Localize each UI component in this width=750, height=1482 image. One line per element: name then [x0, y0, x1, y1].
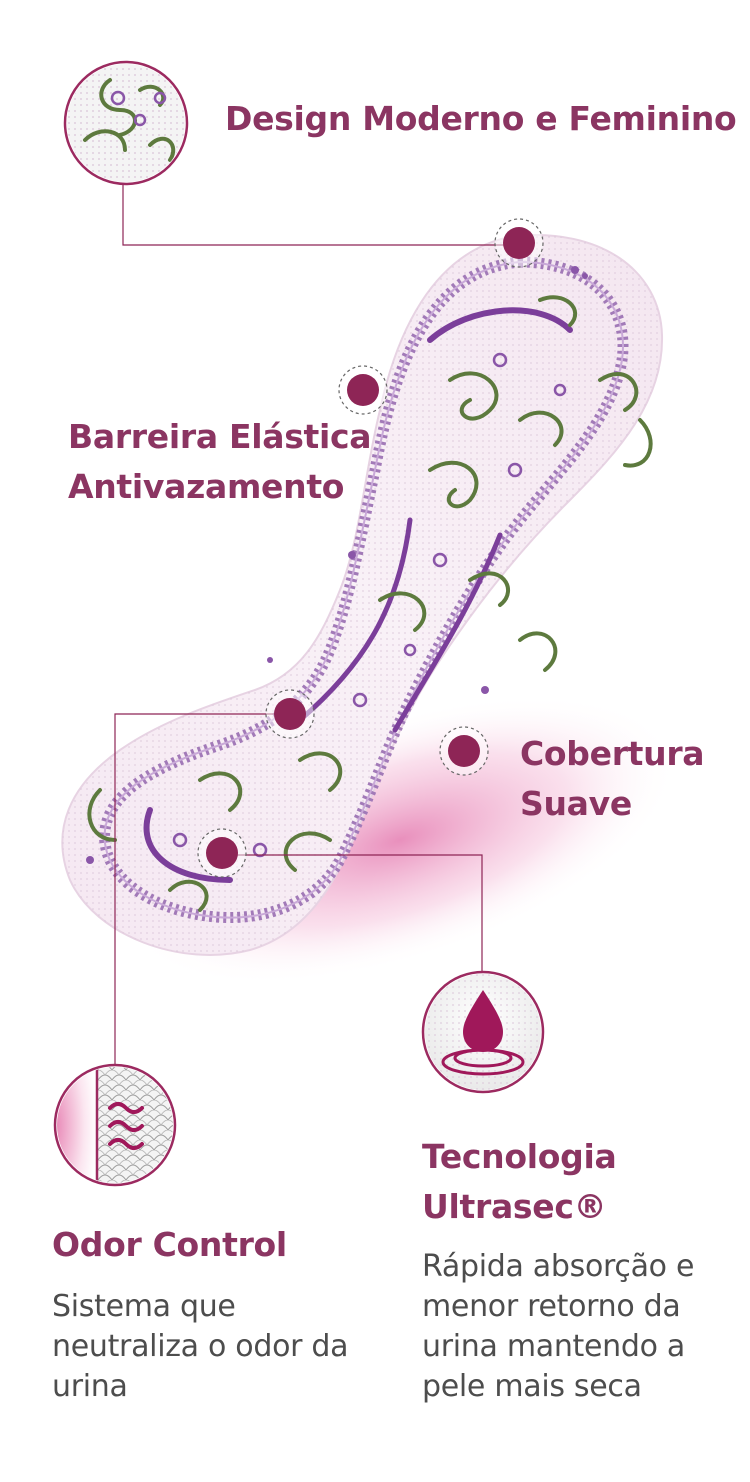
connector-design	[122, 184, 517, 246]
ultrasec-desc-line3: urina mantendo a	[422, 1329, 685, 1364]
ultrasec-title-line2: Ultrasec®	[422, 1187, 607, 1226]
cover-title: Cobertura Suave	[520, 729, 705, 829]
pad-body	[61, 234, 664, 956]
marker-cover	[439, 726, 489, 776]
water-drop-icon	[421, 970, 545, 1094]
connector-ultrasec	[222, 854, 483, 972]
ultrasec-desc-line1: Rápida absorção e	[422, 1249, 695, 1284]
barrier-title: Barreira Elástica Antivazamento	[68, 412, 372, 512]
markers	[197, 218, 544, 878]
marker-ultrasec	[197, 828, 247, 878]
barrier-title-line1: Barreira Elástica	[68, 417, 372, 456]
ultrasec-title: Tecnologia Ultrasec®	[422, 1132, 617, 1232]
marker-barrier	[338, 365, 388, 415]
cover-title-line1: Cobertura	[520, 734, 705, 773]
odor-desc-line3: urina	[52, 1369, 128, 1404]
ultrasec-title-line1: Tecnologia	[422, 1137, 617, 1176]
odor-title: Odor Control	[52, 1225, 287, 1264]
design-title: Design Moderno e Feminino	[225, 99, 737, 138]
marker-odor	[265, 689, 315, 739]
cover-title-line2: Suave	[520, 784, 632, 823]
floral-swirl-icon	[63, 60, 189, 186]
barrier-title-line2: Antivazamento	[68, 467, 345, 506]
odor-desc-line1: Sistema que	[52, 1289, 236, 1324]
odor-waves-icon	[53, 1063, 177, 1187]
ultrasec-desc-line4: pele mais seca	[422, 1369, 642, 1404]
marker-design	[494, 218, 544, 268]
ultrasec-desc-line2: menor retorno da	[422, 1289, 681, 1324]
connector-odor	[114, 713, 290, 1067]
odor-description: Sistema que neutraliza o odor da urina	[52, 1287, 349, 1407]
ultrasec-description: Rápida absorção e menor retorno da urina…	[422, 1247, 694, 1407]
connector-lines	[114, 184, 517, 1067]
odor-desc-line2: neutraliza o odor da	[52, 1329, 349, 1364]
